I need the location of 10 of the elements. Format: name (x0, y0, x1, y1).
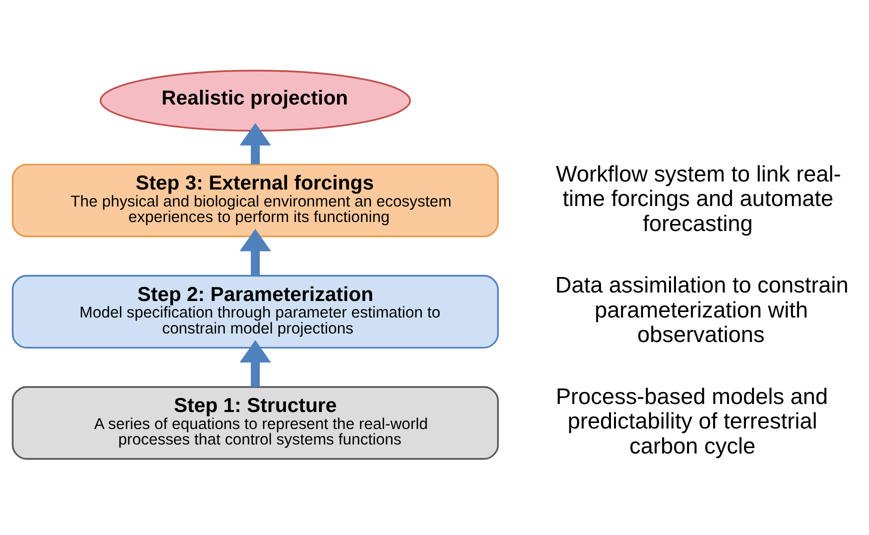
arrow (240, 123, 272, 164)
node-box: Step 3: External forcings The physical and biological environment an ecosystem experiences to perform its functioning (12, 164, 499, 238)
node-label: Process-based models and predictability of terrestrial carbon cycle (556, 384, 828, 458)
node-box: Step 1: Structure A series of equations to represent the real-world processes that control systems functions (12, 386, 499, 460)
node-box: Step 2: Parameterization Model specification through parameter estimation to constrain model projections (12, 274, 499, 349)
arrow (240, 340, 272, 387)
node-ellipse: Realistic projection (100, 70, 411, 132)
node-label: Data assimilation to constrain parameterization with observations (555, 272, 849, 348)
node-label: Workflow system to link real-time forcings and automate forecasting (556, 161, 842, 236)
arrow (240, 228, 272, 276)
